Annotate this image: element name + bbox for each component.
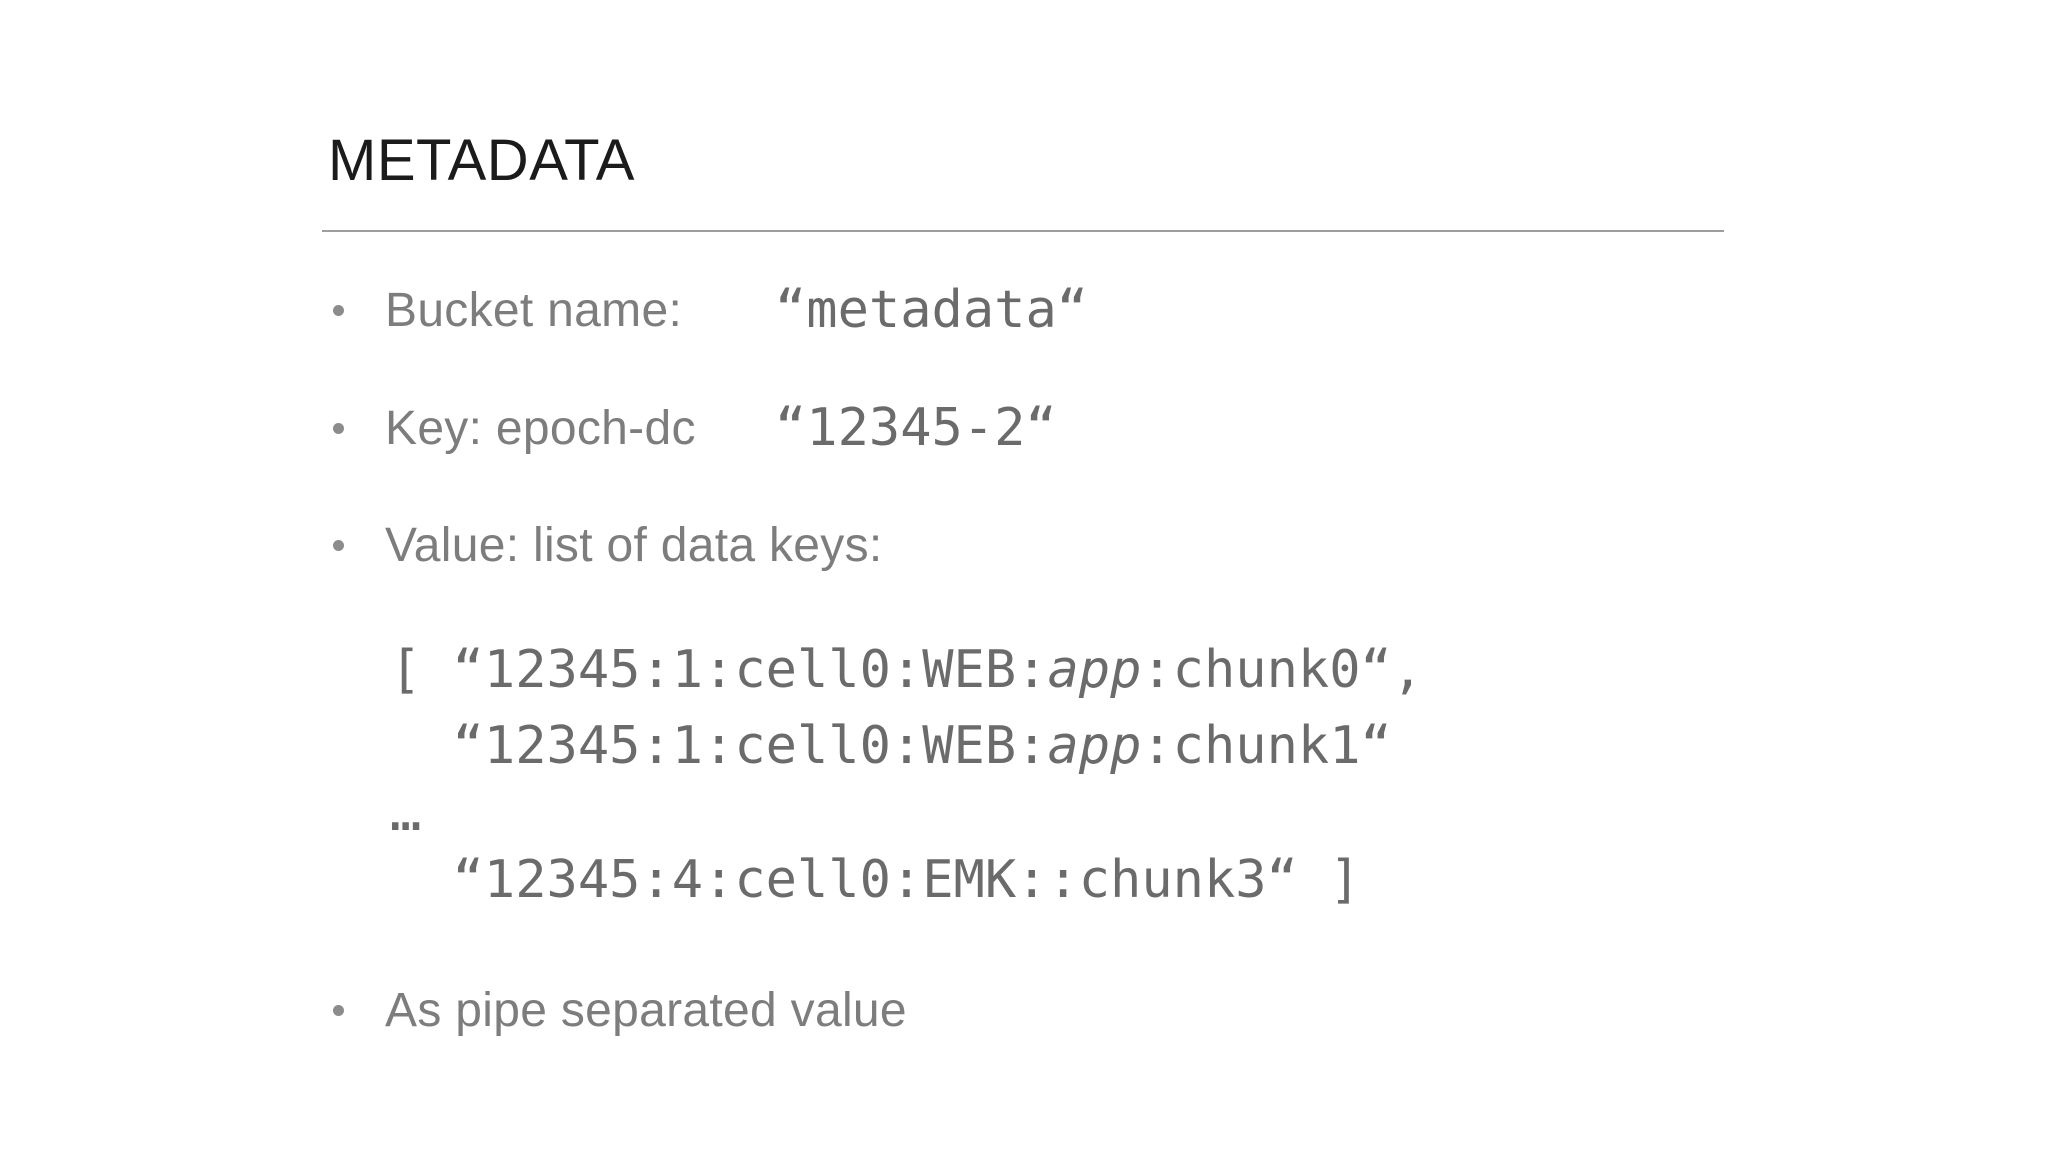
key-value: “12345-2“ xyxy=(775,398,1057,458)
bucket-name-value: “metadata“ xyxy=(775,280,1089,340)
page-title: METADATA xyxy=(328,128,635,193)
title-divider xyxy=(322,230,1724,232)
bullet-value-list: Value: list of data keys: xyxy=(333,517,883,573)
code-line: [ “12345:1:cell0:WEB:app:chunk0“, xyxy=(390,640,1424,700)
bullet-dot xyxy=(333,304,344,316)
bullet-bucket-name: Bucket name: “metadata“ xyxy=(333,280,1089,340)
bullet-pipe-separated: As pipe separated value xyxy=(333,982,907,1038)
code-block: [ “12345:1:cell0:WEB:app:chunk0“, “12345… xyxy=(390,632,1423,918)
code-line: “12345:4:cell0:EMK::chunk3“ ] xyxy=(390,850,1361,910)
bullet-label: As pipe separated value xyxy=(385,983,907,1037)
code-line: … xyxy=(390,783,422,843)
bullet-label: Key: epoch-dc xyxy=(385,401,696,455)
bullet-key: Key: epoch-dc “12345-2“ xyxy=(333,398,1057,458)
bullet-label: Bucket name: xyxy=(385,283,683,337)
bullet-dot xyxy=(333,422,344,434)
code-line: “12345:1:cell0:WEB:app:chunk1“ xyxy=(390,716,1392,776)
bullet-dot xyxy=(333,539,344,551)
bullet-dot xyxy=(333,1004,344,1016)
bullet-label: Value: list of data keys: xyxy=(385,518,883,572)
